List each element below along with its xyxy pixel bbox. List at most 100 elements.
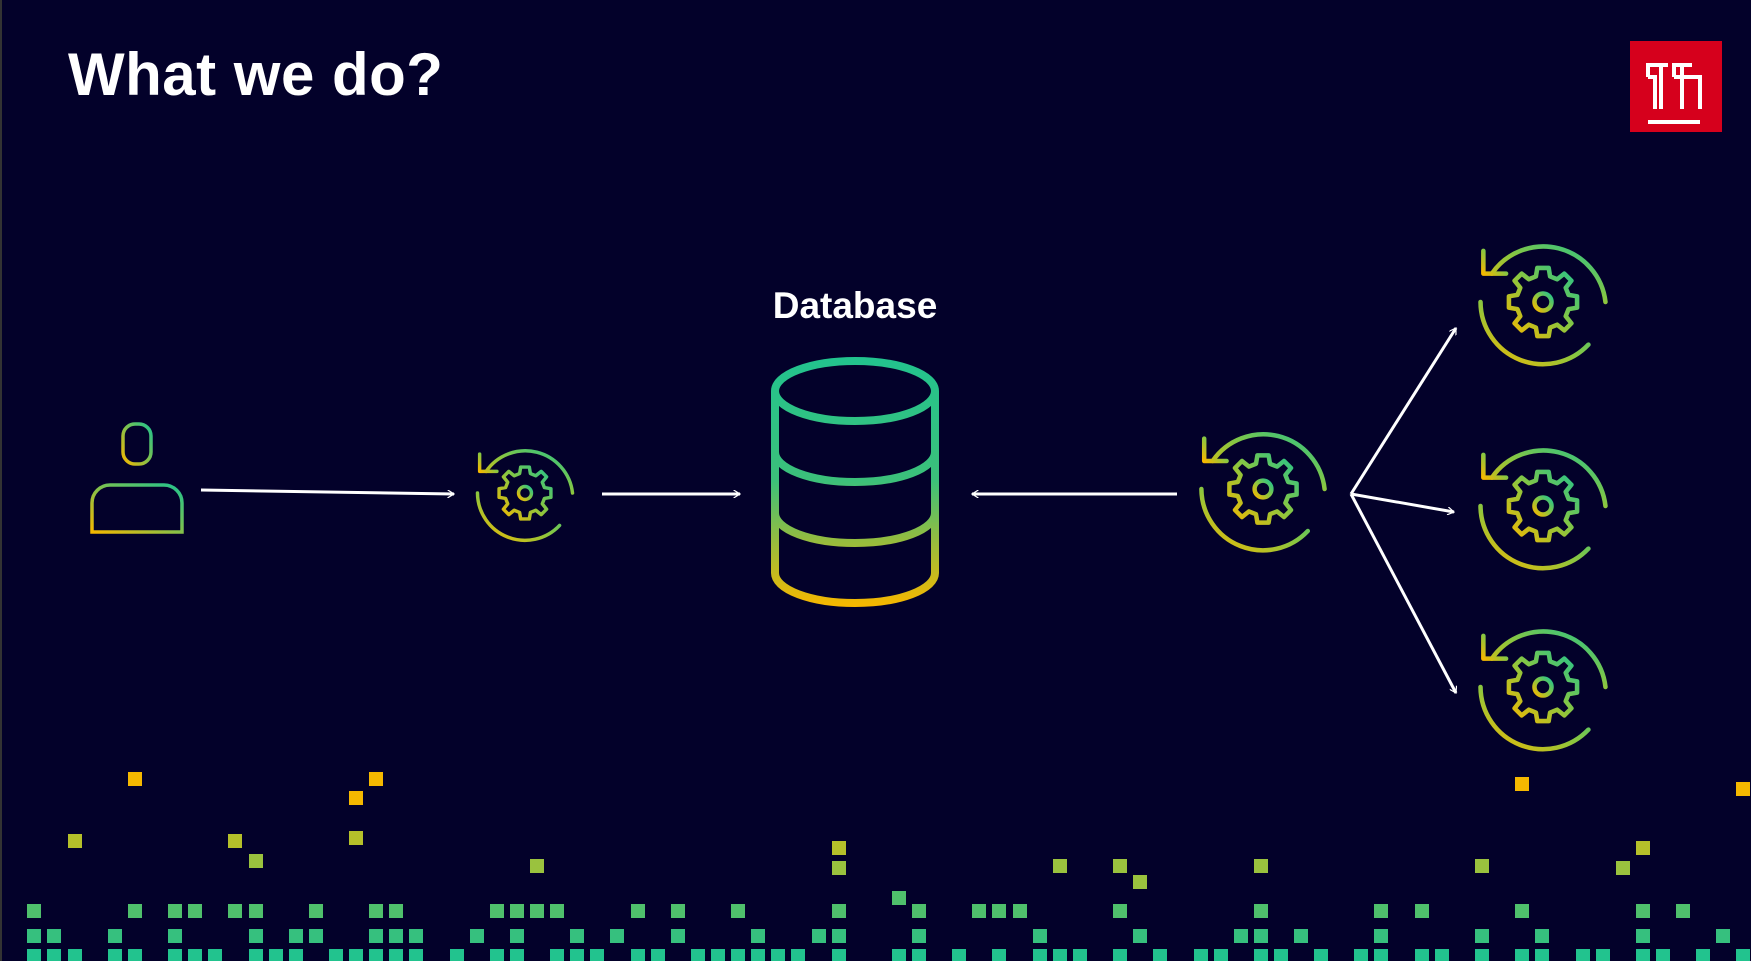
pixel-square [449, 949, 464, 961]
pixel-square [349, 790, 364, 805]
pixel-square [1052, 858, 1067, 873]
pixel-square [1595, 949, 1610, 961]
pixel-square [731, 904, 746, 919]
pixel-square [1475, 929, 1490, 944]
pixel-square [1414, 904, 1429, 919]
pixel-square [369, 904, 384, 919]
pixel-square [409, 949, 424, 961]
pixel-square [751, 929, 766, 944]
pixel-square [1294, 929, 1309, 944]
pixel-square [107, 929, 122, 944]
pixel-square [1072, 949, 1087, 961]
arrow-branch-top [1349, 328, 1458, 495]
pixel-square [168, 949, 183, 961]
pixel-square [610, 929, 625, 944]
pixel-square [228, 834, 243, 849]
pixel-square [992, 904, 1007, 919]
pixel-square [188, 904, 203, 919]
pixel-square [389, 929, 404, 944]
pixel-square [550, 904, 565, 919]
pixel-square [47, 949, 62, 961]
slide-title: What we do? [68, 41, 444, 108]
process-gear-icon-output-3 [1481, 631, 1606, 749]
database-icon [771, 357, 939, 607]
pixel-square [349, 949, 364, 961]
pixel-square [992, 949, 1007, 961]
pixel-square [188, 949, 203, 961]
pixel-square [369, 929, 384, 944]
pixel-square [530, 858, 545, 873]
pixel-square [349, 830, 364, 845]
pixel-square [489, 949, 504, 961]
pixel-square [630, 949, 645, 961]
pixel-square [248, 949, 263, 961]
pixel-square [328, 949, 343, 961]
pixel-square [1012, 904, 1027, 919]
pixel-square [1434, 949, 1449, 961]
pixel-square [912, 904, 927, 919]
pixel-square [972, 904, 987, 919]
pixel-square [1374, 949, 1389, 961]
pixel-square [630, 904, 645, 919]
pixel-square [1736, 781, 1751, 796]
pixel-square [1052, 949, 1067, 961]
pixel-square [389, 904, 404, 919]
pixel-square [831, 840, 846, 855]
pixel-square [1635, 929, 1650, 944]
pixel-square [1635, 840, 1650, 855]
pixel-square [1314, 949, 1329, 961]
arrow-branch-middle [1350, 492, 1454, 512]
pixel-square [710, 949, 725, 961]
pixel-square [469, 929, 484, 944]
database-label: Database [772, 285, 938, 326]
pixel-square [1374, 904, 1389, 919]
process-gear-icon-main [1201, 434, 1324, 550]
pixel-square [127, 771, 142, 786]
pixel-square [530, 904, 545, 919]
pixel-square [127, 904, 142, 919]
pixel-square [369, 771, 384, 786]
pixel-square [1213, 949, 1228, 961]
pixel-square [831, 949, 846, 961]
pixel-square [1133, 875, 1148, 890]
pixel-square [1113, 858, 1128, 873]
pixel-square [168, 929, 183, 944]
pixel-square [670, 904, 685, 919]
pixel-square [791, 949, 806, 961]
process-gear-icon-output-1 [1481, 246, 1606, 364]
pixel-square [288, 949, 303, 961]
pixel-square [1515, 777, 1530, 792]
pixel-square [1575, 949, 1590, 961]
pixel-square [891, 949, 906, 961]
pixel-square [1113, 949, 1128, 961]
pixel-square [1515, 904, 1530, 919]
pixel-square [107, 949, 122, 961]
pixel-square [389, 949, 404, 961]
pixel-square [248, 854, 263, 869]
pixel-square [127, 949, 142, 961]
pixel-square [912, 929, 927, 944]
pixel-square [1475, 858, 1490, 873]
pixel-square [1253, 858, 1268, 873]
pixel-square [1032, 929, 1047, 944]
pixel-square [369, 949, 384, 961]
pixel-square [650, 949, 665, 961]
pixel-square [952, 949, 967, 961]
pixel-square [1615, 860, 1630, 875]
pixel-square [550, 949, 565, 961]
pixel-square [1676, 904, 1691, 919]
process-gear-icon-output-2 [1481, 450, 1606, 568]
pixel-square [1153, 949, 1168, 961]
pixel-square [509, 949, 524, 961]
pixel-square [27, 929, 42, 944]
pixel-square [1515, 949, 1530, 961]
pixel-square [1113, 904, 1128, 919]
pixel-square [831, 929, 846, 944]
pixel-square [208, 949, 223, 961]
pixel-square [1736, 949, 1751, 961]
pixel-square [1354, 949, 1369, 961]
pixel-square [811, 929, 826, 944]
pixel-square [268, 949, 283, 961]
